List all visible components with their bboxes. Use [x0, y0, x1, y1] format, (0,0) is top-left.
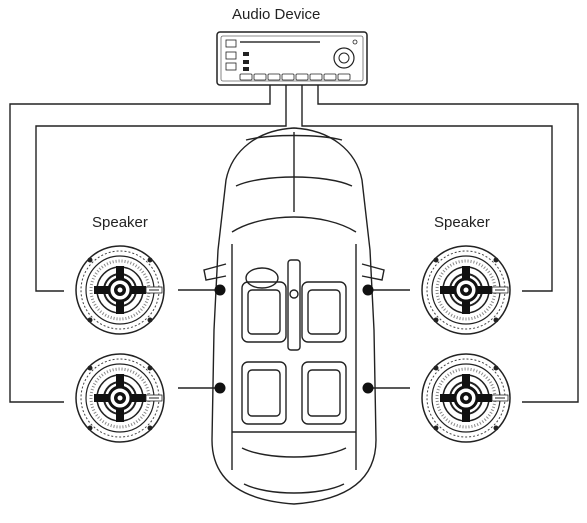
audio-device-unit	[216, 31, 368, 86]
connection-points	[214, 284, 374, 394]
connector-rear-right	[362, 382, 374, 394]
speaker-front-left	[74, 244, 166, 336]
speaker-rear-left	[74, 352, 166, 444]
connector-front-right	[362, 284, 374, 296]
speaker-left-label: Speaker	[92, 214, 148, 231]
connector-front-left	[214, 284, 226, 296]
speaker-front-right	[420, 244, 512, 336]
speaker-rear-right	[420, 352, 512, 444]
connector-rear-left	[214, 382, 226, 394]
wire-rear-right	[317, 85, 579, 403]
wiring	[9, 85, 579, 403]
wire-front-left	[35, 85, 287, 292]
wire-front-right	[301, 85, 553, 292]
wire-rear-left	[9, 85, 271, 403]
car-top-view	[203, 127, 385, 505]
speaker-right-label: Speaker	[434, 214, 490, 231]
audio-device-label: Audio Device	[232, 6, 321, 23]
